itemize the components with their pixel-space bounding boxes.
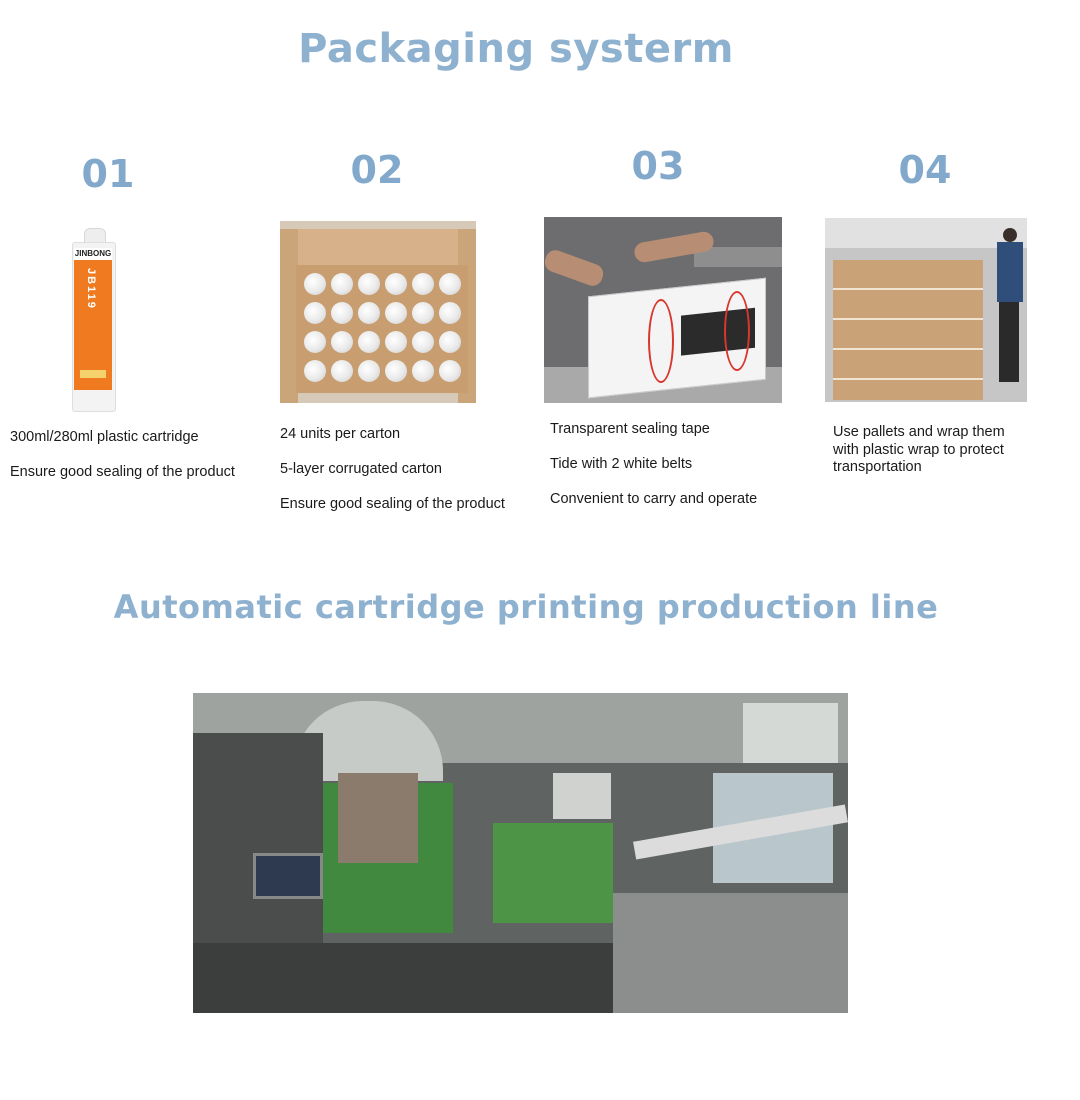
sealed-box-image — [544, 217, 782, 403]
bottle-cap — [412, 302, 434, 324]
bottle-cap — [358, 331, 380, 353]
step-caption-04: Use pallets and wrap them with plastic w… — [833, 424, 1033, 477]
plastic-cartridge-image: JINBONG JB119 — [70, 228, 118, 412]
bottle-cap — [304, 273, 326, 295]
bottle-cap — [385, 302, 407, 324]
step-number-04: 04 — [898, 148, 952, 192]
bottle-cap — [304, 302, 326, 324]
caption-line: 300ml/280ml plastic cartridge — [10, 429, 199, 445]
bottle-cap — [385, 360, 407, 382]
bottle-cap — [439, 302, 461, 324]
caption-line: Transparent sealing tape — [550, 421, 710, 437]
bottle-cap — [304, 331, 326, 353]
bottle-cap — [439, 331, 461, 353]
caption-line: 24 units per carton — [280, 426, 401, 442]
bottle-cap — [331, 273, 353, 295]
pallets-image — [825, 218, 1027, 402]
caption-line: Convenient to carry and operate — [550, 491, 758, 508]
bottle-cap — [412, 331, 434, 353]
step-number-03: 03 — [631, 144, 685, 188]
bottle-cap — [412, 273, 434, 295]
production-line-image — [193, 693, 848, 1013]
bottle-cap — [331, 360, 353, 382]
tube-code-logo: JB119 — [85, 268, 97, 310]
bottle-cap — [331, 302, 353, 324]
bottle-cap — [385, 331, 407, 353]
caption-line: Use pallets and wrap them with plastic w… — [833, 424, 1005, 476]
bottle-cap — [358, 273, 380, 295]
step-caption-03: Transparent sealing tape Tide with 2 whi… — [550, 420, 790, 525]
production-line-title: Automatic cartridge printing production … — [113, 588, 939, 626]
bottle-cap — [331, 331, 353, 353]
caption-line: 5-layer corrugated carton — [280, 461, 442, 478]
caption-line: Ensure good sealing of the product — [10, 464, 235, 481]
bottle-cap — [358, 360, 380, 382]
caption-line: Tide with 2 white belts — [550, 456, 693, 473]
bottle-cap — [385, 273, 407, 295]
step-caption-02: 24 units per carton 5-layer corrugated c… — [280, 425, 540, 530]
tube-brand-logo: JINBONG — [74, 248, 112, 260]
step-number-02: 02 — [350, 148, 404, 192]
step-number-01: 01 — [81, 152, 135, 196]
bottle-cap — [412, 360, 434, 382]
step-caption-01: 300ml/280ml plastic cartridge Ensure goo… — [10, 428, 260, 498]
packaging-title: Packaging systerm — [298, 26, 734, 72]
bottle-cap — [358, 302, 380, 324]
bottle-cap — [304, 360, 326, 382]
bottle-cap — [439, 360, 461, 382]
carton-image — [280, 221, 476, 403]
bottle-cap — [439, 273, 461, 295]
caption-line: Ensure good sealing of the product — [280, 496, 505, 513]
